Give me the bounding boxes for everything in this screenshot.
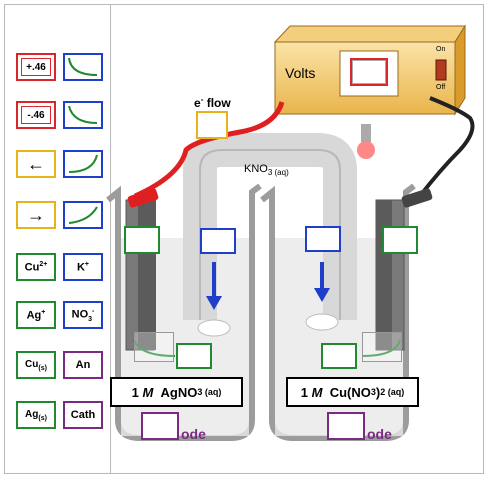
tile-an[interactable]: An [63, 351, 103, 379]
tile-minus-046[interactable]: -.46 [16, 101, 56, 129]
on-label: On [436, 46, 446, 53]
tile-arrow-right[interactable]: → [16, 201, 56, 229]
tile-kplus[interactable]: K+ [63, 253, 103, 281]
right-ion-target[interactable] [382, 226, 418, 254]
tile-no3minus[interactable]: NO3- [63, 301, 103, 329]
arrow-left-icon: ← [27, 153, 45, 174]
tile-curve-growth-2[interactable] [63, 201, 103, 229]
right-bridge-ion-target[interactable] [305, 226, 341, 252]
tile-curve-decay-2[interactable] [63, 101, 103, 129]
decay-curve-icon [68, 105, 98, 124]
right-molarity: 1 [300, 384, 308, 400]
left-ion-target[interactable] [124, 226, 160, 254]
tile-curve-growth[interactable] [63, 150, 103, 178]
left-ode-suffix: ode [181, 426, 206, 442]
tile-minus-046-label: -.46 [21, 106, 51, 124]
right-formula: Cu(NO [329, 384, 371, 400]
tile-kplus-label: K+ [76, 260, 90, 274]
right-formula-sub2: 2 (aq) [380, 387, 405, 397]
tile-cu-s[interactable]: Cu(s) [16, 351, 56, 379]
eflow-drop-target[interactable] [196, 111, 228, 139]
tile-cu2plus[interactable]: Cu2+ [16, 253, 56, 281]
left-formula-sub: 3 (aq) [197, 387, 222, 397]
tile-plus-046[interactable]: +.46 [16, 53, 56, 81]
right-electrode-name-target[interactable] [327, 412, 365, 440]
right-formula-sub1: 3 [370, 387, 376, 397]
tile-an-label: An [75, 359, 91, 371]
salt-bridge-label: KNO3 (aq) [244, 163, 289, 178]
tile-cu2plus-label: Cu2+ [24, 260, 48, 274]
off-label: Off [436, 84, 446, 91]
tile-arrow-left[interactable]: ← [16, 150, 56, 178]
tile-agplus[interactable]: Ag+ [16, 301, 56, 329]
tile-ag-s[interactable]: Ag(s) [16, 401, 56, 429]
volts-label: Volts [285, 65, 316, 81]
left-unit: M [142, 384, 154, 400]
right-formula-close: ) [375, 384, 381, 400]
growth-curve-icon [68, 206, 98, 224]
tile-agplus-label: Ag+ [26, 308, 46, 322]
salt-bridge [183, 133, 357, 337]
right-electrode-target[interactable] [321, 343, 357, 369]
eflow-label: e- flow [194, 95, 231, 110]
tile-cath[interactable]: Cath [63, 401, 103, 429]
activity-frame [4, 4, 484, 474]
palette-divider [110, 4, 111, 474]
tile-cath-label: Cath [70, 409, 96, 421]
right-ode-suffix: ode [367, 426, 392, 442]
tile-no3minus-label: NO3- [71, 307, 95, 323]
tile-ag-s-label: Ag(s) [25, 408, 47, 422]
right-graph-target[interactable] [362, 332, 402, 362]
left-electrode-target[interactable] [176, 343, 212, 369]
left-formula: AgNO [160, 384, 198, 400]
growth-curve-icon [68, 154, 98, 173]
left-bridge-ion-target[interactable] [200, 228, 236, 254]
left-graph-target[interactable] [134, 332, 174, 362]
decay-curve-icon [68, 57, 98, 76]
tile-curve-decay[interactable] [63, 53, 103, 81]
voltage-drop-inner [352, 60, 386, 84]
arrow-right-icon: → [27, 204, 45, 225]
tile-plus-046-label: +.46 [21, 58, 51, 76]
left-electrode-name-target[interactable] [141, 412, 179, 440]
left-molarity: 1 [131, 384, 139, 400]
right-unit: M [311, 384, 323, 400]
tile-cu-s-label: Cu(s) [25, 358, 47, 372]
